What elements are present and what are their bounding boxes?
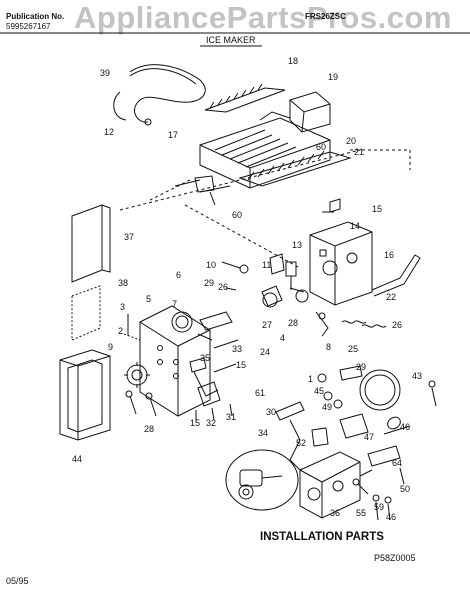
callout-label: 52	[296, 438, 306, 448]
model-number: FRS26ZSC	[305, 12, 346, 21]
section-title: ICE MAKER	[206, 35, 256, 45]
callout-label: 46	[400, 422, 410, 432]
callout-label: 28	[288, 318, 298, 328]
callout-label: 19	[328, 72, 338, 82]
callout-label: 8	[326, 342, 331, 352]
callout-label: 15	[236, 360, 246, 370]
callout-labels: 39 18 19 12 17 20 60 21 60 15 14 37 13 1…	[72, 56, 422, 522]
callout-label: 21	[354, 147, 364, 157]
installation-parts-heading: INSTALLATION PARTS	[260, 531, 384, 543]
callout-label: 60	[316, 142, 326, 152]
callout-label: 1	[308, 374, 313, 384]
callout-label: 49	[322, 402, 332, 412]
callout-label: 60	[232, 210, 242, 220]
callout-label: 18	[288, 56, 298, 66]
callout-label: 20	[346, 136, 356, 146]
callout-label: 9	[108, 342, 113, 352]
callout-label: 30	[266, 407, 276, 417]
callout-label: 13	[292, 240, 302, 250]
callout-label: 39	[100, 68, 110, 78]
callout-label: 26	[392, 320, 402, 330]
callout-label: 28	[144, 424, 154, 434]
callout-label: 31	[226, 412, 236, 422]
callout-label: 11	[262, 260, 271, 270]
callout-label: 50	[400, 484, 410, 494]
callout-label: 10	[206, 260, 216, 270]
callout-label: 64	[392, 458, 402, 468]
publication-number: 5995267167	[6, 22, 51, 31]
callout-label: 15	[190, 418, 200, 428]
callout-label: 5	[146, 294, 151, 304]
callout-label: 46	[386, 512, 396, 522]
callout-label: 34	[258, 428, 268, 438]
callout-label: 27	[262, 320, 272, 330]
callout-label: 6	[176, 270, 181, 280]
callout-label: 26	[218, 282, 228, 292]
callout-label: 14	[350, 221, 360, 231]
callout-label: 3	[120, 302, 125, 312]
callout-label: 17	[168, 130, 178, 140]
callout-label: 25	[348, 344, 358, 354]
publication-label: Publication No.	[6, 12, 65, 21]
callout-label: 35	[200, 353, 210, 363]
callout-label: 43	[412, 371, 422, 381]
callout-label: 36	[330, 508, 340, 518]
callout-label: 45	[314, 386, 324, 396]
callout-label: 55	[356, 508, 366, 518]
callout-label: 47	[364, 432, 374, 442]
publication-date: 05/95	[6, 576, 29, 586]
callout-label: 33	[232, 344, 242, 354]
callout-label: 24	[260, 347, 270, 357]
callout-label: 12	[104, 127, 114, 137]
callout-label: 2	[118, 326, 123, 336]
callout-label: 7	[172, 299, 177, 309]
callout-label: 4	[280, 333, 285, 343]
callout-label: 59	[374, 502, 384, 512]
callout-label: 29	[356, 362, 366, 372]
callout-label: 44	[72, 454, 82, 464]
diagram-code: P58Z0005	[374, 553, 416, 563]
callout-label: 29	[204, 278, 214, 288]
callout-label: 61	[255, 388, 265, 398]
watermark: AppliancePartsPros.com	[74, 0, 452, 35]
callout-label: 15	[372, 204, 382, 214]
callout-label: 32	[206, 418, 216, 428]
callout-label: 16	[384, 250, 394, 260]
callout-label: 37	[124, 232, 134, 242]
callout-label: 22	[386, 292, 396, 302]
callout-label: 38	[118, 278, 128, 288]
